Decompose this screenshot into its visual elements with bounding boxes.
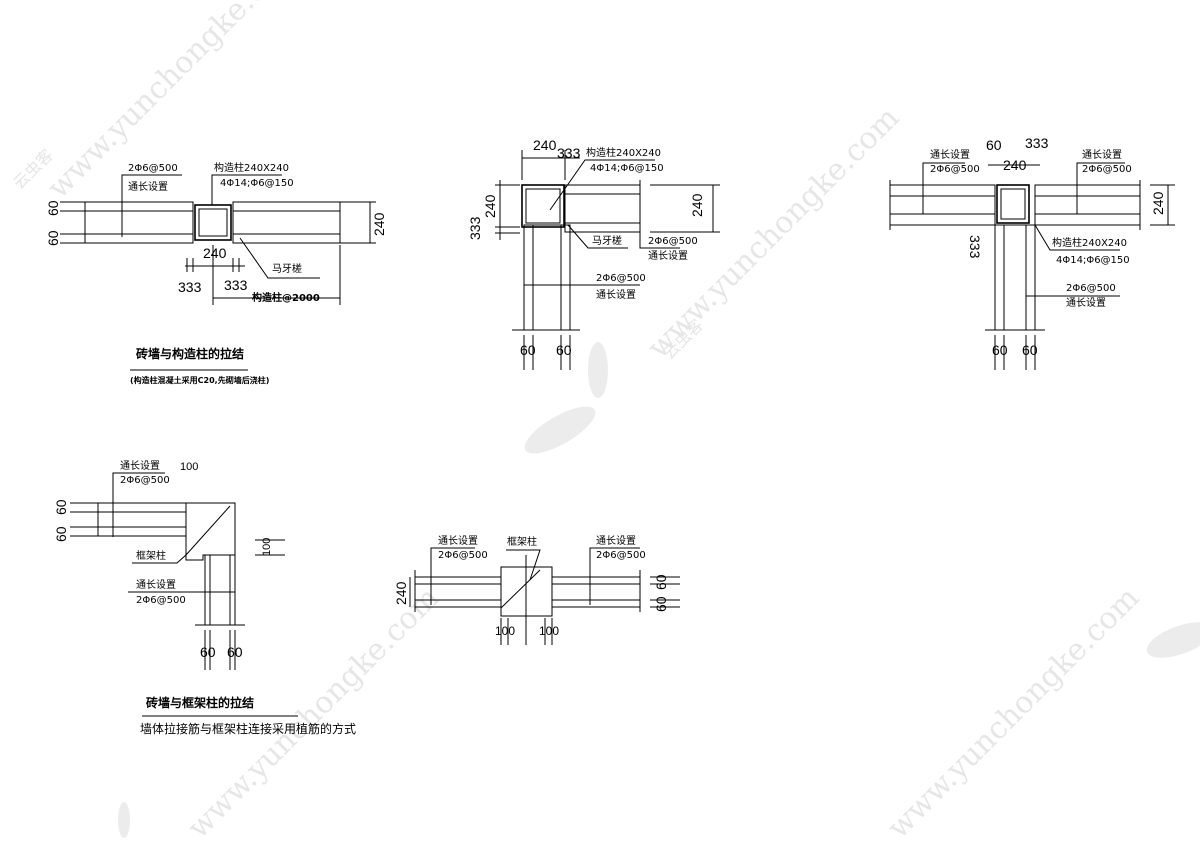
detail-t-junction-constructional-column: 通长设置 2Φ6@500 通长设置 2Φ6@500 60 240 333 240…: [889, 135, 1175, 370]
dim-240: 240: [371, 212, 387, 236]
dim-240: 240: [689, 193, 705, 217]
rebar-note: 通长设置: [596, 535, 636, 547]
watermark-url: www.yunchongke.com: [641, 100, 906, 365]
dim-60: 60: [986, 137, 1002, 153]
dim-60: 60: [653, 574, 669, 590]
detail-wall-frame-column: 通长设置 2Φ6@500 框架柱 通长设置 2Φ6@500 240 60 60 …: [393, 535, 680, 645]
rebar-note: 通长设置: [1082, 149, 1122, 161]
rebar-label: 2Φ6@500: [1066, 283, 1116, 294]
rebar-label: 2Φ6@500: [596, 273, 646, 284]
frame-column: [185, 502, 236, 561]
detail-wall-constructional-column: 240 60 60 2Φ6@500 通长设置 构造柱240X240 4Φ14;Φ…: [45, 161, 387, 385]
dim-333: 333: [178, 279, 202, 295]
dim-100: 100: [180, 461, 198, 473]
constructional-column: [194, 204, 232, 241]
dim-240: 240: [203, 245, 227, 261]
rebar-note: 通长设置: [1066, 297, 1106, 309]
rebar-note: 通长设置: [438, 535, 478, 547]
constructional-column: [521, 184, 565, 228]
dim-60: 60: [45, 230, 61, 246]
rebar-label: 2Φ6@500: [136, 595, 186, 606]
detail-title: 砖墙与构造柱的拉结: [136, 346, 244, 361]
dim-240: 240: [533, 137, 557, 153]
rebar-label: 2Φ6@500: [648, 236, 698, 247]
dim-60: 60: [53, 526, 69, 542]
detail-note: 墙体拉接筋与框架柱连接采用植筋的方式: [140, 721, 356, 736]
dim-60: 60: [1022, 342, 1038, 358]
watermark-leaf-icon: [118, 802, 130, 838]
dim-333: 333: [467, 216, 483, 240]
watermark-url: www.yunchongke.com: [881, 580, 1146, 845]
rebar-label: 2Φ6@500: [128, 163, 178, 174]
watermark-leaf-icon: [1146, 622, 1200, 658]
detail-corner-constructional-column: 240 333 构造柱240X240 4Φ14;Φ6@150 333 240 2…: [467, 137, 720, 370]
column-label: 构造柱240X240: [586, 146, 661, 159]
dim-60: 60: [200, 644, 216, 660]
dim-240: 240: [1150, 191, 1166, 215]
rebar-label: 2Φ6@500: [596, 550, 646, 561]
dim-60: 60: [992, 342, 1008, 358]
dim-333: 333: [557, 145, 581, 161]
watermark-leaf-icon: [524, 406, 596, 454]
frame-column-label: 框架柱: [507, 535, 537, 548]
rebar-note: 通长设置: [136, 579, 176, 591]
rebar-note: 通长设置: [128, 181, 168, 193]
tooth-label: 马牙槎: [592, 234, 622, 247]
dim-60: 60: [45, 200, 61, 216]
watermark-leaf-icon: [588, 342, 608, 398]
dim-333: 333: [1025, 135, 1049, 151]
constructional-column: [996, 184, 1030, 224]
dim-100: 100: [495, 624, 515, 638]
spacing-label: 构造柱@2000: [252, 291, 320, 304]
frame-column-label: 框架柱: [136, 549, 166, 562]
column-bars-label: 4Φ14;Φ6@150: [1056, 255, 1130, 266]
dim-60: 60: [227, 644, 243, 660]
dim-333: 333: [967, 235, 983, 259]
dim-60: 60: [520, 342, 536, 358]
rebar-label: 2Φ6@500: [438, 550, 488, 561]
detail-title: 砖墙与框架柱的拉结: [146, 695, 254, 710]
rebar-label: 2Φ6@500: [120, 475, 170, 486]
rebar-note: 通长设置: [930, 149, 970, 161]
rebar-note: 通长设置: [120, 460, 160, 472]
detail-corner-frame-column: 通长设置 2Φ6@500 100 60 60 框架柱 100 通长设置 2Φ6@…: [53, 460, 356, 736]
watermark: www.yunchongke.com www.yunchongke.com ww…: [9, 0, 1200, 846]
rebar-note: 通长设置: [596, 289, 636, 301]
detail-subtitle: (构造柱混凝土采用C20,先砌墙后浇柱): [130, 375, 269, 385]
column-bars-label: 4Φ14;Φ6@150: [590, 163, 664, 174]
dim-100: 100: [539, 624, 559, 638]
column-label: 构造柱240X240: [214, 161, 289, 174]
dim-60: 60: [53, 499, 69, 515]
tooth-label: 马牙槎: [272, 262, 302, 275]
rebar-label: 2Φ6@500: [1082, 164, 1132, 175]
watermark-url: www.yunchongke.com: [181, 580, 446, 845]
column-bars-label: 4Φ14;Φ6@150: [220, 178, 294, 189]
column-label: 构造柱240X240: [1052, 236, 1127, 249]
dim-100: 100: [261, 538, 273, 556]
dim-60: 60: [653, 596, 669, 612]
rebar-note: 通长设置: [648, 250, 688, 262]
rebar-label: 2Φ6@500: [930, 164, 980, 175]
dim-240: 240: [393, 581, 409, 605]
dim-60: 60: [556, 342, 572, 358]
dim-240: 240: [482, 194, 498, 218]
dim-333: 333: [224, 277, 248, 293]
